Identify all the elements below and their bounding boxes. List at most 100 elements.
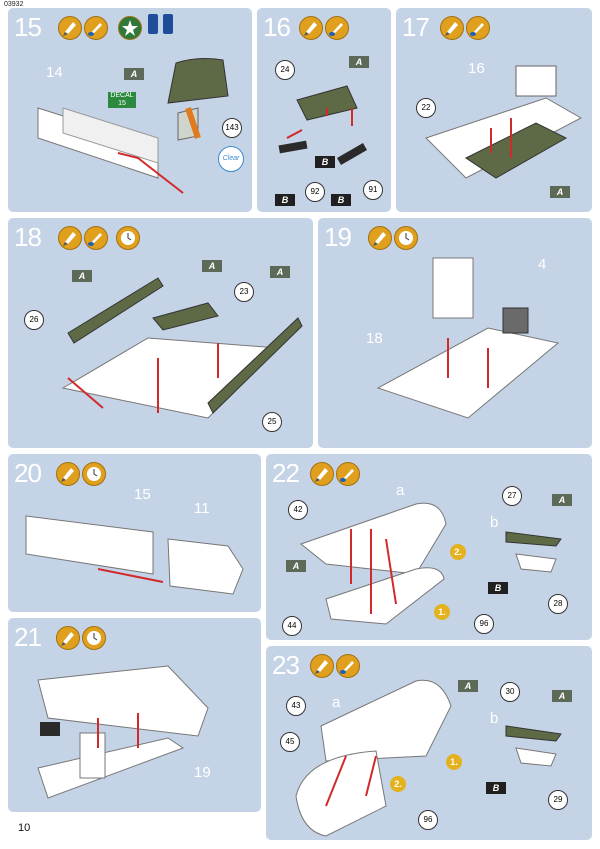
- sub-step-label: b: [490, 710, 499, 727]
- sprue-flag: A: [72, 270, 92, 282]
- paint-brush-icon: [336, 654, 360, 678]
- paint-bottle-icon: [163, 14, 173, 34]
- step-20-diagram: [25, 515, 244, 595]
- part-callout: 25: [262, 412, 282, 432]
- step-number: 16: [263, 12, 291, 42]
- sprue-flag: A: [458, 680, 478, 692]
- sprue-flag: B: [488, 582, 508, 594]
- sprue-flag: B: [315, 156, 335, 168]
- paint-brush-icon: [466, 16, 490, 40]
- part-label: 19: [194, 764, 211, 781]
- sprue-flag: A: [286, 560, 306, 572]
- glue-icon: [56, 462, 80, 486]
- part-label: 14: [46, 64, 63, 81]
- glue-icon: [58, 226, 82, 250]
- step-number: 18: [14, 222, 42, 252]
- clock-icon: [116, 226, 140, 250]
- sprue-flag: A: [550, 186, 570, 198]
- part-callout: 26: [24, 310, 44, 330]
- order-badge: 2.: [390, 776, 406, 792]
- paint-bottle-icon: [148, 14, 158, 34]
- part-callout: 96: [474, 614, 494, 634]
- sprue-flag: A: [349, 56, 369, 68]
- step-number: 15: [14, 12, 42, 42]
- step-16-diagram: [278, 85, 367, 165]
- decal-number: 15: [118, 100, 126, 107]
- glue-icon: [299, 16, 323, 40]
- decal-label: DECAL: [110, 92, 134, 99]
- part-callout: 23: [234, 282, 254, 302]
- sub-step-label: b: [490, 514, 499, 531]
- part-callout: 43: [286, 696, 306, 716]
- step-number: 20: [14, 458, 42, 488]
- paint-brush-icon: [84, 226, 108, 250]
- part-callout: 91: [363, 180, 383, 200]
- part-callout: 143: [222, 118, 242, 138]
- step-number: 23: [272, 650, 300, 680]
- clear-part-badge: Clear: [218, 146, 244, 172]
- part-callout: 28: [548, 594, 568, 614]
- step-23-panel: 23 a b 43 45 96 30 29 A B A 1. 2.: [266, 646, 592, 840]
- part-callout: 30: [500, 682, 520, 702]
- clock-icon: [82, 626, 106, 650]
- glue-icon: [310, 462, 334, 486]
- paint-brush-icon: [325, 16, 349, 40]
- glue-icon: [310, 654, 334, 678]
- glue-icon: [368, 226, 392, 250]
- decal-icon: [118, 16, 142, 40]
- step-19-diagram: [376, 257, 560, 419]
- order-badge: 1.: [446, 754, 462, 770]
- sprue-flag: B: [275, 194, 295, 206]
- step-17-panel: 17 16 22 A: [396, 8, 592, 212]
- part-label: 4: [538, 256, 547, 273]
- step-19-panel: 19 4 18: [318, 218, 592, 448]
- part-callout: 44: [282, 616, 302, 636]
- step-15-panel: 15 14 A DECAL 15 143 Clear: [8, 8, 252, 212]
- page-number: 10: [18, 822, 31, 834]
- part-callout: 27: [502, 486, 522, 506]
- step-22-panel: 22 a b 42 44 96 27 28 A B A 1. 2.: [266, 454, 592, 640]
- glue-icon: [56, 626, 80, 650]
- paint-brush-icon: [336, 462, 360, 486]
- part-callout: 22: [416, 98, 436, 118]
- part-label: 11: [194, 500, 210, 517]
- part-label: 18: [366, 330, 383, 347]
- clock-icon: [82, 462, 106, 486]
- sprue-flag: B: [486, 782, 506, 794]
- step-number: 21: [14, 622, 42, 652]
- order-badge: 1.: [434, 604, 450, 620]
- step-number: 19: [324, 222, 352, 252]
- part-callout: 29: [548, 790, 568, 810]
- product-code: 03932: [4, 1, 24, 8]
- step-22-diagram: [299, 502, 562, 625]
- sprue-flag: A: [202, 260, 222, 272]
- step-number: 17: [402, 12, 430, 42]
- glue-icon: [440, 16, 464, 40]
- sprue-flag: A: [552, 690, 572, 702]
- part-label: 16: [468, 60, 485, 77]
- step-17-diagram: [425, 65, 583, 179]
- order-badge: 2.: [450, 544, 466, 560]
- step-21-panel: 21 19: [8, 618, 261, 812]
- decal-box: DECAL 15: [108, 92, 136, 108]
- step-23-diagram: [295, 679, 562, 837]
- sprue-flag: A: [552, 494, 572, 506]
- step-20-panel: 20 15 11: [8, 454, 261, 612]
- step-18-panel: 18 A A A 26 23 25: [8, 218, 313, 448]
- part-callout: 45: [280, 732, 300, 752]
- step-15-diagram: [37, 58, 229, 194]
- clock-icon: [394, 226, 418, 250]
- sprue-flag: B: [331, 194, 351, 206]
- part-label: 15: [134, 486, 151, 503]
- part-callout: 24: [275, 60, 295, 80]
- step-16-panel: 16 24 A B B B 92 91: [257, 8, 391, 212]
- paint-brush-icon: [84, 16, 108, 40]
- step-18-diagram: [61, 277, 303, 419]
- sprue-flag: A: [270, 266, 290, 278]
- part-callout: 96: [418, 810, 438, 830]
- step-number: 22: [272, 458, 300, 488]
- glue-icon: [58, 16, 82, 40]
- sub-step-label: a: [332, 694, 341, 711]
- step-21-diagram: [37, 665, 209, 799]
- part-callout: 42: [288, 500, 308, 520]
